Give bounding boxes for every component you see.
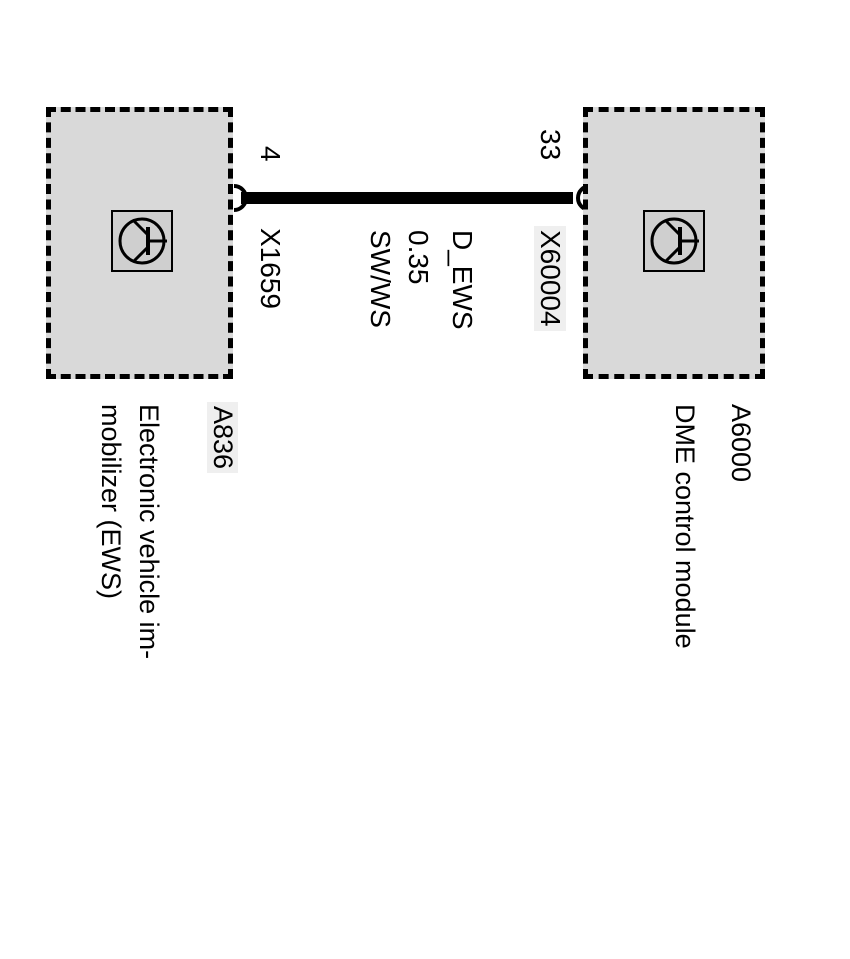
dme-module-name: DME control module [670,404,700,649]
wire-color-label: SW/WS [365,230,396,328]
ews-pin-number: 4 [255,146,286,162]
transistor-icon [643,210,705,272]
ews-connector-label: X1659 [255,228,286,309]
ews-module-name-line1: Electronic vehicle im- [134,404,164,660]
ews-module-id: A836 [207,402,238,474]
ews-pin-connector [233,184,249,212]
ews-module-name-line2: mobilizer (EWS) [96,404,126,600]
wire-size-label: 0.35 [403,230,434,285]
dme-module-box [583,107,765,379]
transistor-icon [111,210,173,272]
dme-connector-label: X60004 [534,226,566,331]
wire-signal-label: D_EWS [447,230,478,330]
dme-module-id: A6000 [726,404,756,483]
dme-pin-number: 33 [535,129,566,161]
ews-module-box [46,107,233,379]
